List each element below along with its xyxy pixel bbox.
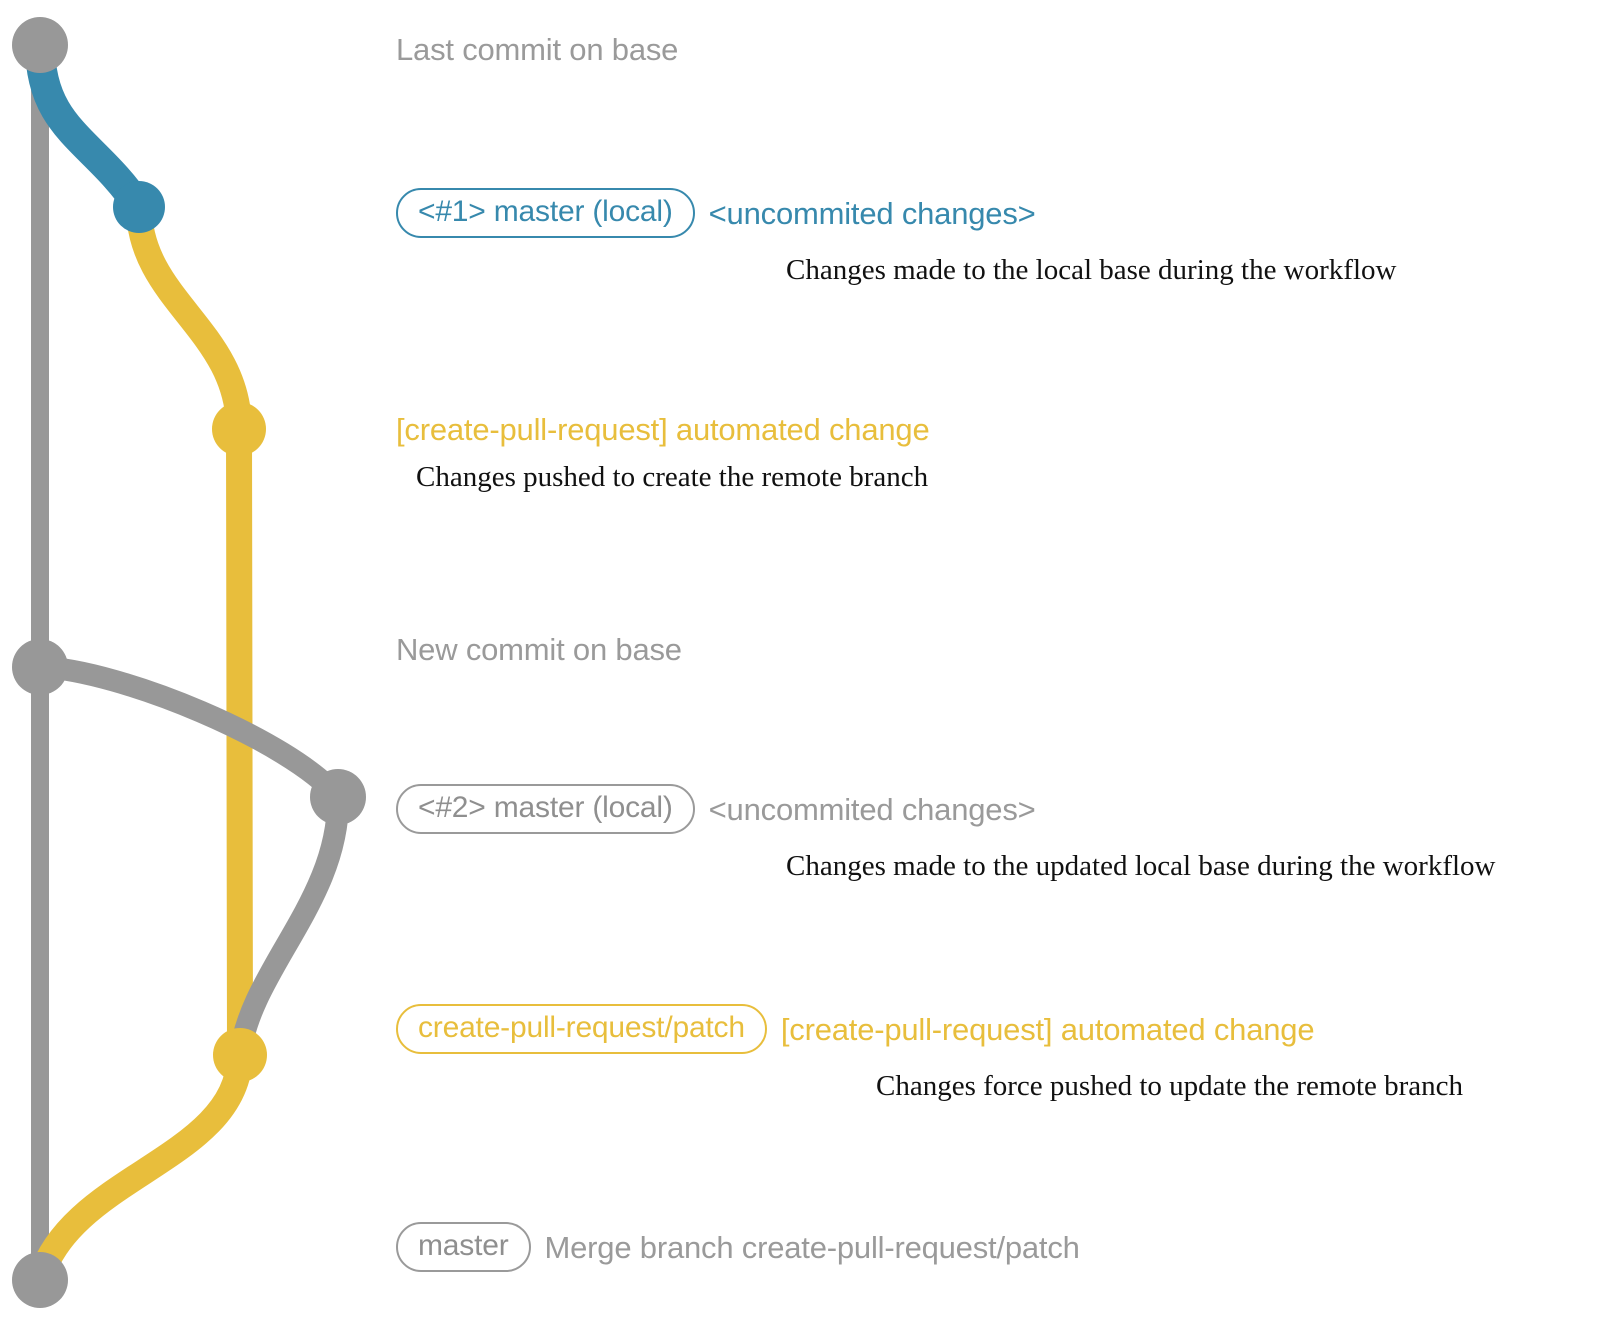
edge-local1-to-patch1: [126, 194, 252, 442]
row-main: <#2> master (local) <uncommited changes>: [396, 784, 1618, 834]
commit-node-patch-1[interactable]: [212, 402, 266, 456]
commit-subject: New commit on base: [396, 632, 682, 667]
row-main: <#1> master (local) <uncommited changes>: [396, 188, 1618, 238]
commit-node-local-2[interactable]: [310, 769, 366, 825]
commit-subject: Merge branch create-pull-request/patch: [544, 1229, 1080, 1265]
branch-badge-create-pull-request-patch[interactable]: create-pull-request/patch: [396, 1004, 767, 1054]
git-commit-graph: [12, 17, 366, 1308]
branch-badge-master[interactable]: master: [396, 1222, 531, 1272]
edge-patch-trunk: [226, 416, 253, 1068]
row-main: Last commit on base: [396, 34, 1618, 65]
row-main: master Merge branch create-pull-request/…: [396, 1222, 1618, 1272]
edge-local2-to-patch2: [229, 786, 350, 1066]
edge-base2-to-local2: [29, 656, 349, 808]
row-master-local-1: <#1> master (local) <uncommited changes>…: [396, 188, 1618, 285]
row-automated-change-2: create-pull-request/patch [create-pull-r…: [396, 1004, 1618, 1101]
commit-node-base-2[interactable]: [12, 639, 68, 695]
commit-subject: [create-pull-request] automated change: [780, 1011, 1315, 1047]
commit-subject: Last commit on base: [396, 32, 679, 67]
commit-subject: <uncommited changes>: [708, 791, 1036, 827]
row-merge-commit: master Merge branch create-pull-request/…: [396, 1222, 1618, 1272]
commit-node-local-1[interactable]: [113, 181, 165, 233]
row-main: [create-pull-request] automated change: [396, 414, 1618, 445]
commit-description: Changes made to the local base during th…: [786, 254, 1397, 286]
branch-badge-master-local-1[interactable]: <#1> master (local): [396, 188, 695, 238]
commit-subject: <uncommited changes>: [708, 195, 1036, 231]
edge-base1-to-local1: [25, 30, 154, 222]
branch-badge-master-local-2[interactable]: <#2> master (local): [396, 784, 695, 834]
commit-node-merge[interactable]: [12, 1252, 68, 1308]
edge-patch2-to-merge: [27, 1042, 253, 1293]
row-automated-change-1: [create-pull-request] automated change C…: [396, 414, 1618, 492]
commit-node-patch-2[interactable]: [213, 1028, 267, 1082]
row-master-local-2: <#2> master (local) <uncommited changes>…: [396, 784, 1618, 881]
commit-node-base-1[interactable]: [12, 17, 68, 73]
commit-description: Changes made to the updated local base d…: [786, 850, 1496, 882]
row-main: create-pull-request/patch [create-pull-r…: [396, 1004, 1618, 1054]
commit-description: Changes pushed to create the remote bran…: [416, 461, 929, 493]
commit-subject: [create-pull-request] automated change: [396, 412, 930, 447]
commit-description: Changes force pushed to update the remot…: [876, 1070, 1464, 1102]
row-main: New commit on base: [396, 634, 1618, 665]
row-new-commit-on-base: New commit on base: [396, 634, 1618, 665]
row-last-commit-on-base: Last commit on base: [396, 34, 1618, 65]
